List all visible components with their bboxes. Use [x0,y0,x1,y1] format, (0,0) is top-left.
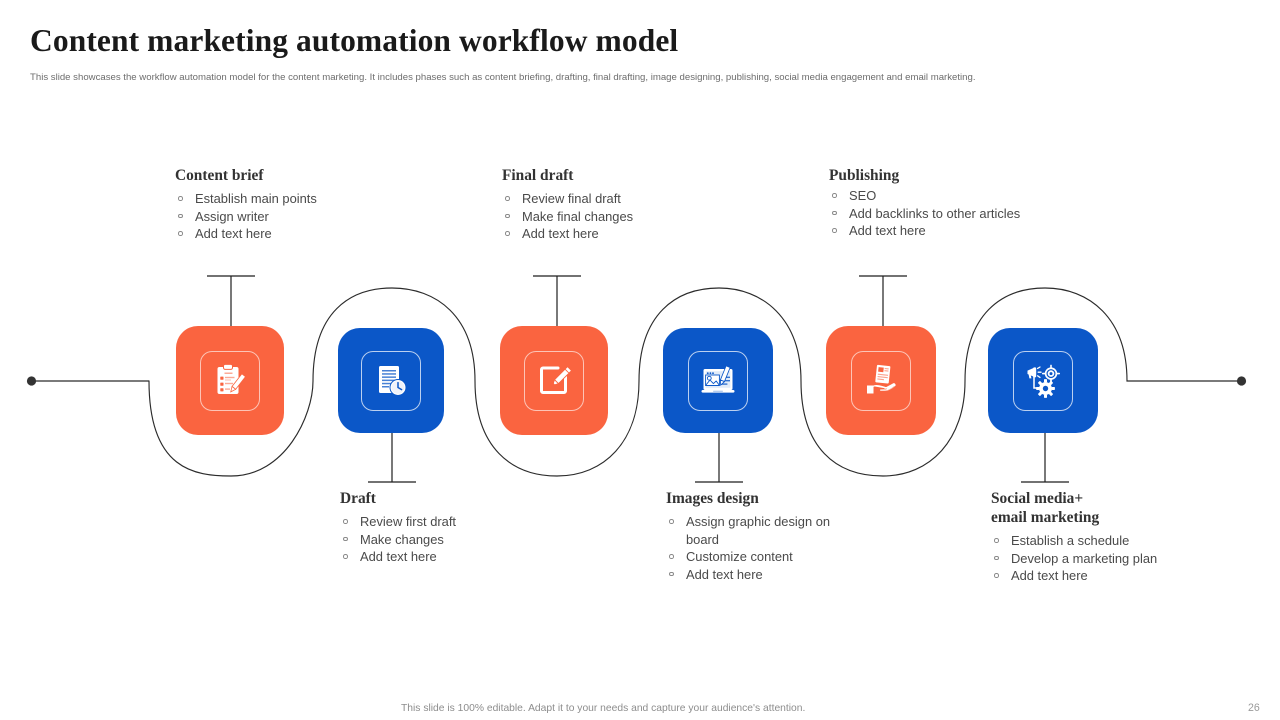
step-text-publishing: Publishing SEO Add backlinks to other ar… [829,166,1159,240]
list-item: SEO [829,187,1159,205]
step-tile-publishing[interactable] [826,326,936,435]
step-tile-social-media-email[interactable] [988,328,1098,433]
square-pencil-edit-icon [540,365,573,394]
step-bullet-list: Review first draft Make changes Add text… [340,513,640,566]
step-heading: Final draft [502,167,574,184]
step-bullet-list: Establish a schedule Develop a marketing… [991,532,1261,585]
page-subtitle: This slide showcases the workflow automa… [30,72,976,83]
step-tile-images-design[interactable] [663,328,773,433]
list-item: Make final changes [502,208,822,226]
list-item: Assign graphic design on board [666,513,844,548]
line-end-dot [1236,376,1247,386]
step-bullet-list: SEO Add backlinks to other articles Add … [829,187,1159,240]
list-item: Review final draft [502,190,822,208]
step-heading: Draft [340,490,376,507]
step-tile-content-brief[interactable] [176,326,284,435]
list-item: Add backlinks to other articles [829,205,1159,223]
step-heading: Publishing [829,167,900,184]
icon-frame [1013,350,1073,411]
list-item: Add text here [502,225,822,243]
step-bullet-list: Review final draft Make final changes Ad… [502,190,822,243]
step-heading: Social media+ email marketing [991,490,1100,526]
step-tile-draft[interactable] [338,328,444,433]
megaphone-target-gear-icon [1027,364,1060,398]
document-clock-icon [379,365,407,396]
step-text-draft: Draft Review first draft Make changes Ad… [340,489,640,566]
list-item: Review first draft [340,513,640,531]
list-item: Develop a marketing plan [991,550,1261,568]
list-item: Establish main points [175,190,495,208]
line-start-dot [26,376,37,386]
step-text-final-draft: Final draft Review final draft Make fina… [502,166,822,243]
footer-note: This slide is 100% editable. Adapt it to… [401,703,806,714]
step-heading: Images design [666,490,759,507]
list-item: Add text here [175,225,495,243]
page-number: 26 [1248,702,1260,714]
step-tile-final-draft[interactable] [500,326,608,435]
monitor-image-pen-icon [701,364,735,393]
icon-frame [688,350,748,411]
step-bullet-list: Assign graphic design on board Customize… [666,513,844,583]
list-item: Add text here [991,567,1261,585]
step-heading: Content brief [175,167,264,184]
hand-holding-document-icon [867,364,896,393]
list-item: Establish a schedule [991,532,1261,550]
icon-frame [524,350,584,411]
icon-frame [851,350,911,411]
list-item: Assign writer [175,208,495,226]
list-item: Make changes [340,531,640,549]
step-text-content-brief: Content brief Establish main points Assi… [175,166,495,243]
icon-frame [200,350,260,411]
list-item: Customize content [666,548,844,566]
step-text-images-design: Images design Assign graphic design on b… [666,489,844,583]
page-title: Content marketing automation workflow mo… [30,23,679,58]
step-text-social-media-email: Social media+ email marketing Establish … [991,489,1261,585]
list-item: Add text here [340,548,640,566]
list-item: Add text here [666,566,844,584]
step-bullet-list: Establish main points Assign writer Add … [175,190,495,243]
clipboard-checklist-pencil-icon [217,363,247,394]
icon-frame [361,350,421,411]
list-item: Add text here [829,222,1159,240]
